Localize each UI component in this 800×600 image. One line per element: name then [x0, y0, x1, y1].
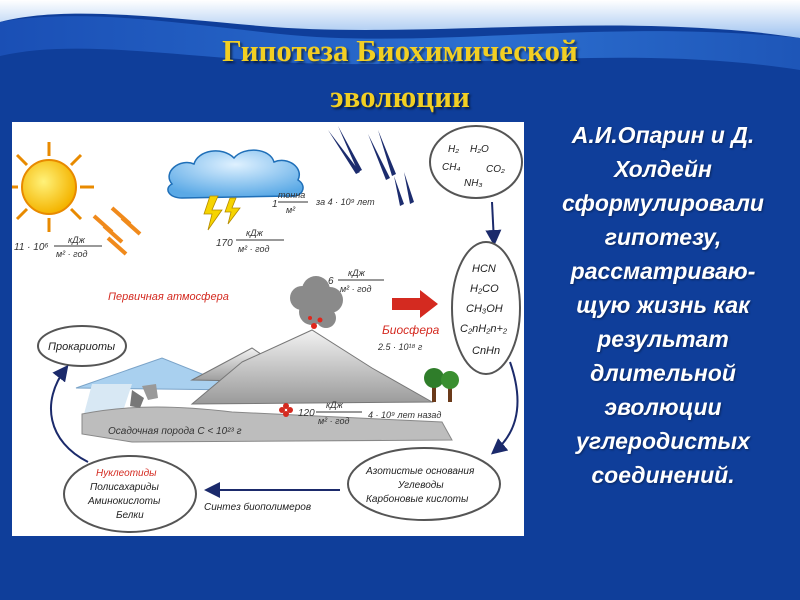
gases-bubble	[429, 125, 523, 199]
organics-bubble	[451, 241, 521, 375]
volcano-flux-unit-num: кДж	[348, 268, 366, 278]
time-4e9-label: за 4 · 10⁹ лет	[315, 197, 375, 207]
caption-line-6: щую жизнь как	[576, 292, 750, 318]
ground-flux-unit-num: кДж	[326, 400, 344, 410]
caption-line-11: соединений.	[591, 462, 735, 488]
sun-rays-icon	[92, 206, 142, 256]
caption-line-4: гипотезу,	[604, 224, 722, 250]
sun-flux-unit-num: кДж	[68, 235, 86, 245]
gas-nh3: NH₃	[464, 178, 482, 189]
caption-line-2: Холдейн	[614, 156, 712, 182]
bases-item-3: Карбоновые кислоты	[366, 493, 469, 505]
lightning-icon	[203, 195, 241, 231]
time-ago-label: 4 · 10⁹ лет назад	[368, 410, 441, 420]
prokaryotes-label: Прокариоты	[48, 341, 115, 353]
polymers-bubble	[63, 455, 197, 533]
diagram-canvas: 11 · 10⁶ кДж м² · год 1 тонна м² за 4 · …	[12, 125, 523, 533]
bases-item-2: Углеводы	[397, 480, 444, 491]
gas-ch4: CH₄	[442, 162, 460, 173]
biosphere-value: 2.5 · 10¹⁸ г	[377, 342, 423, 352]
cloud-mass-unit-num: тонна	[278, 190, 305, 200]
arrow-gases-to-organics	[485, 201, 502, 246]
volcano-smoke-icon	[290, 276, 343, 328]
biosphere-label: Биосфера	[382, 323, 440, 337]
red-arrow-icon	[392, 290, 438, 318]
cloud-mass-value: 1	[272, 199, 278, 210]
bases-bubble	[347, 447, 501, 521]
polymers-item-3: Аминокислоты	[87, 496, 161, 507]
title-line-2: эволюции	[330, 79, 470, 114]
organic-cnhn: CnHn	[472, 345, 500, 357]
sun-icon	[12, 142, 94, 232]
volcano-flux-value: 6	[328, 276, 334, 287]
lava-icon	[308, 316, 323, 329]
slide-caption: А.И.Опарин и Д. Холдейн сформулировали г…	[528, 118, 798, 492]
primary-atmosphere-label: Первичная атмосфера	[108, 291, 229, 303]
lightning-flux-value: 170	[216, 238, 233, 249]
lightning-flux-unit-den: м² · год	[238, 244, 270, 254]
gas-h2o: H₂O	[470, 144, 489, 155]
terrain	[75, 329, 453, 443]
caption-line-9: эволюции	[604, 394, 722, 420]
ground-flux-value: 120	[298, 408, 315, 419]
caption-line-8: длительной	[590, 360, 736, 386]
sun-flux-unit-den: м² · год	[56, 249, 88, 259]
flower-icon	[279, 403, 293, 417]
polymers-item-2: Полисахариды	[90, 482, 159, 493]
trees-icon	[424, 368, 459, 402]
polymers-item-1: Нуклеотиды	[96, 468, 157, 479]
arrow-organics-to-bases	[490, 361, 519, 455]
cloud-mass-unit-den: м²	[286, 205, 296, 215]
caption-line-5: рассматриваю-	[570, 258, 756, 284]
caption-line-7: результат	[597, 326, 729, 352]
ground-flux-unit-den: м² · год	[318, 416, 350, 426]
organic-ch3oh: CH₃OH	[466, 303, 503, 315]
volcano-flux-unit-den: м² · год	[340, 284, 372, 294]
caption-line-3: сформулировали	[562, 190, 764, 216]
biochemical-evolution-diagram: 11 · 10⁶ кДж м² · год 1 тонна м² за 4 · …	[12, 122, 524, 536]
title-line-1: Гипотеза Биохимической	[222, 33, 578, 68]
slide-title: Гипотеза Биохимической эволюции	[100, 28, 700, 120]
polymers-item-4: Белки	[116, 510, 144, 521]
synthesis-label: Синтез биополимеров	[204, 501, 311, 513]
sun-flux-value: 11 · 10⁶	[14, 242, 49, 253]
arrow-polymers-to-prokaryotes	[50, 364, 89, 463]
sediment-label: Осадочная порода С < 10²³ г	[108, 426, 242, 437]
bases-item-1: Азотистые основания	[365, 466, 475, 477]
cloud-icon	[167, 149, 304, 199]
gas-co2: CO₂	[486, 164, 505, 175]
prokaryotes-bubble	[37, 325, 127, 367]
top-wave-background	[0, 0, 800, 110]
caption-line-10: углеродистых	[576, 428, 750, 454]
organic-hcn: HCN	[472, 263, 496, 275]
organic-h2co: H₂CO	[470, 283, 499, 295]
caption-line-1: А.И.Опарин и Д.	[571, 122, 755, 148]
organic-cnh2n2: C₂nH₂n+₂	[460, 323, 508, 335]
lightning-flux-unit-num: кДж	[246, 228, 264, 238]
gas-h2: H₂	[448, 144, 459, 155]
meteor-streaks-icon	[328, 126, 414, 206]
